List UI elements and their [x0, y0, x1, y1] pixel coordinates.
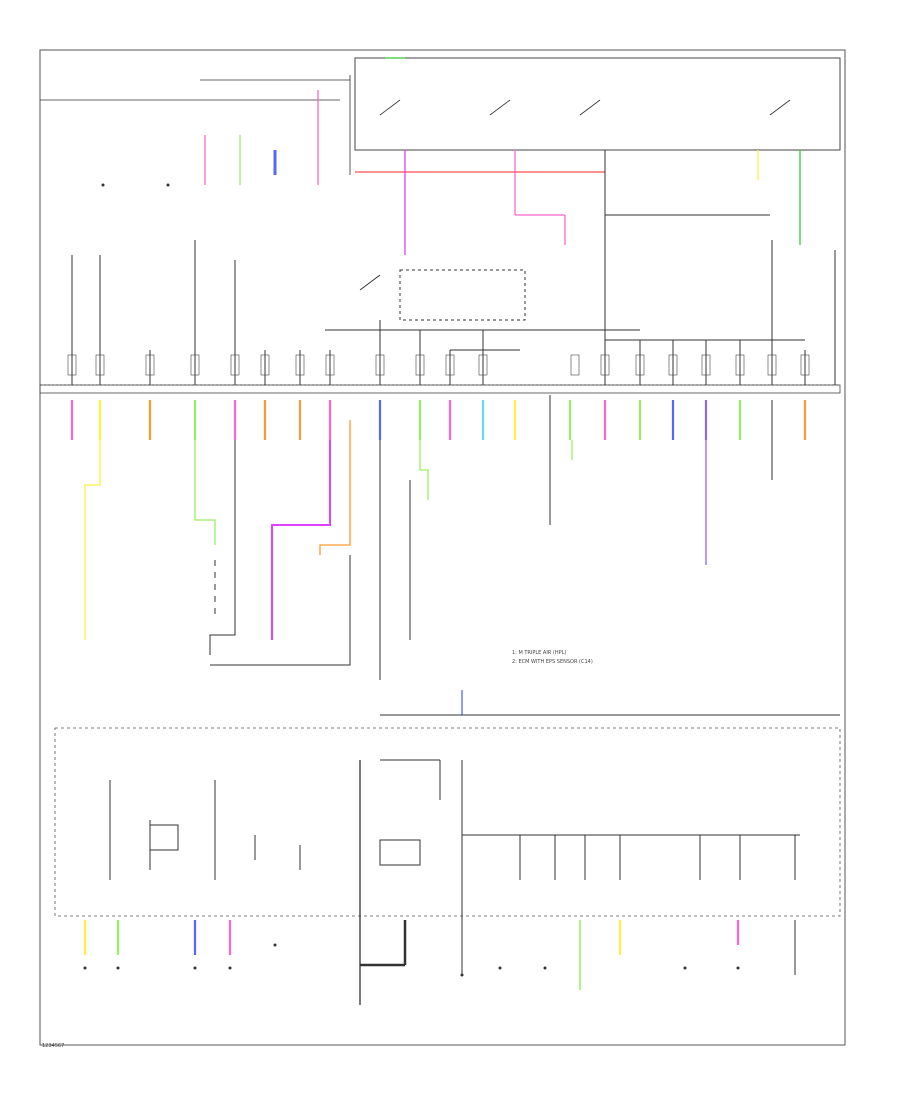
- structure-lines-mid: [209, 395, 840, 716]
- structure-lines-lower: [109, 759, 800, 1005]
- colored-stubs-lower: [83, 920, 740, 990]
- upper-relay-box: [354, 57, 841, 151]
- colored-wires-top: [204, 57, 801, 255]
- relay-switches-top: [40, 75, 791, 175]
- colored-stubs-mid: [70, 400, 807, 440]
- legend-item-1: 1: M TRIPLE AIR (HPL): [512, 650, 567, 656]
- colored-wires-mid: [84, 420, 707, 715]
- footer-code: 1234567: [42, 1043, 65, 1049]
- fuses-row: [67, 354, 810, 376]
- ground-points: [83, 183, 740, 977]
- structure-lines: [71, 150, 836, 385]
- fuse-block-row: [39, 384, 841, 394]
- legend-item-2: 2: ECM WITH EPS SENSOR (C14): [512, 659, 593, 665]
- lower-relay-box: [54, 727, 841, 917]
- diagram-frame: [39, 49, 846, 1046]
